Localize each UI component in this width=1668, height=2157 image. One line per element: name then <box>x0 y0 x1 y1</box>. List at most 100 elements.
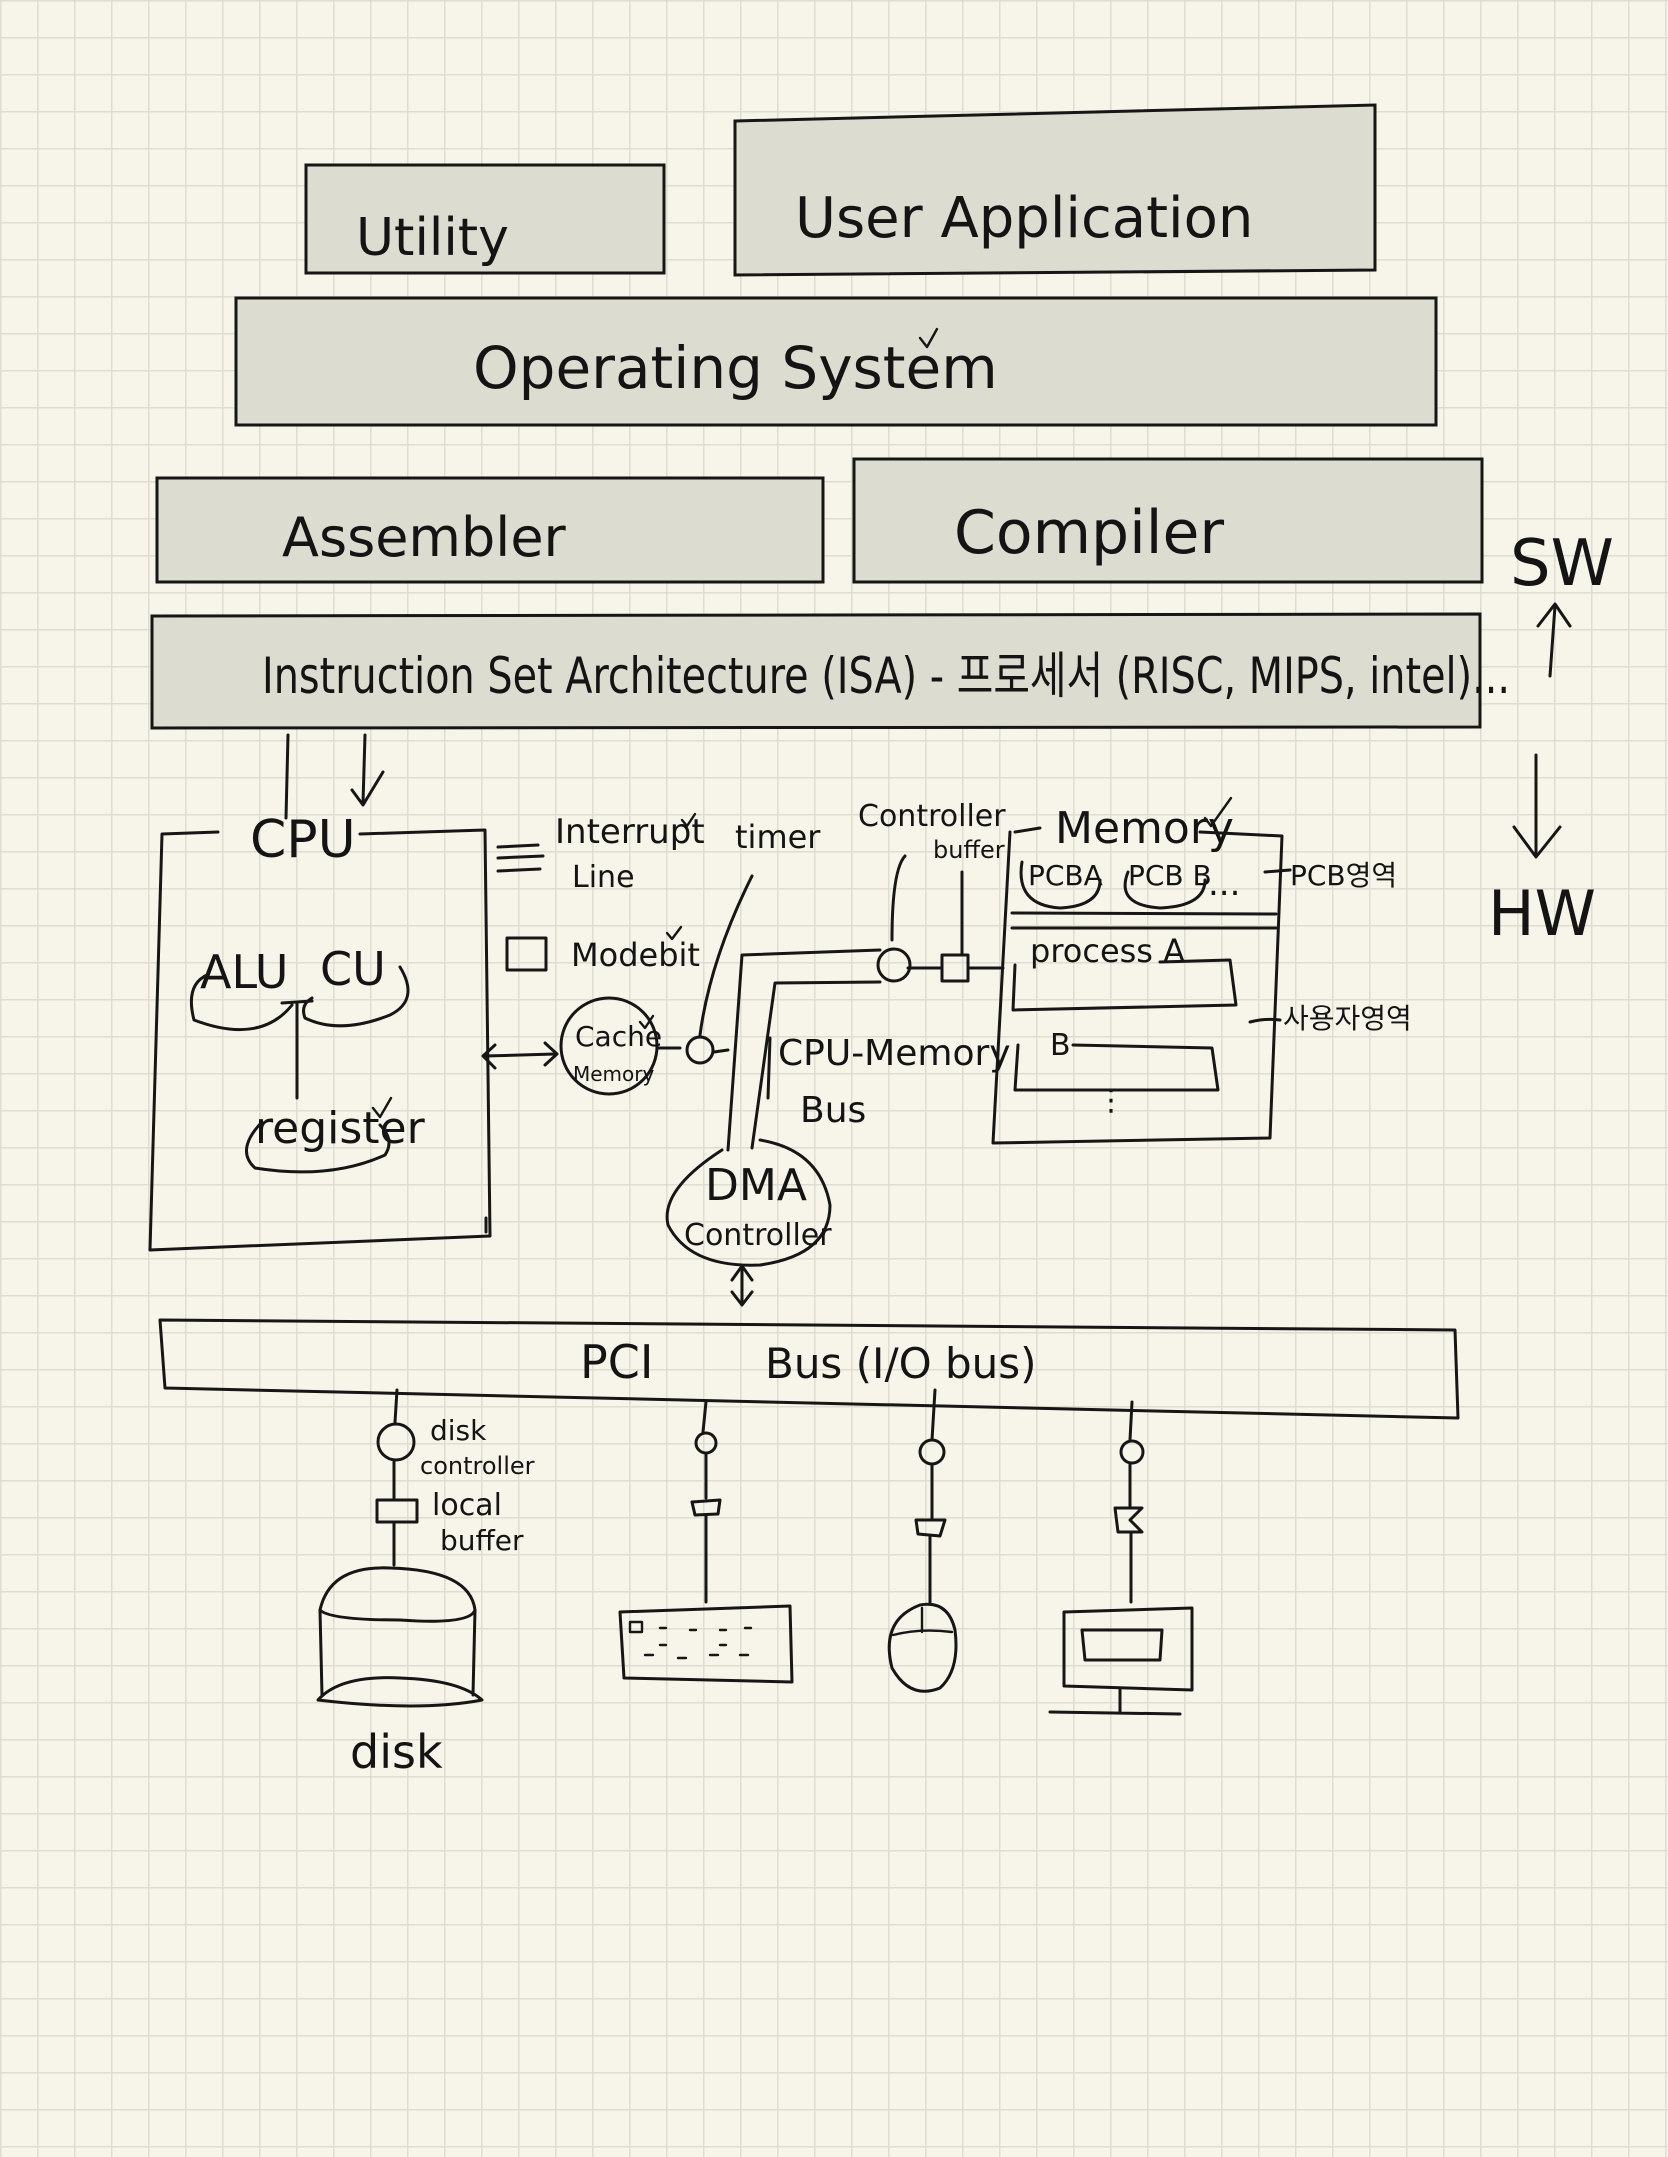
dma-controller: DMA Controller <box>665 1138 832 1307</box>
alu-bubble <box>189 973 294 1032</box>
disk-controller-label: disk <box>430 1414 487 1447</box>
timer-port <box>685 1035 715 1065</box>
assembler-label: Assembler <box>282 506 567 569</box>
process-b-region <box>1013 1043 1220 1092</box>
monitor-stand <box>1048 1688 1182 1716</box>
pci-bus: PCI Bus (I/O bus) <box>158 1318 1460 1420</box>
check-mark-icon <box>918 327 939 349</box>
modebit-label: Modebit <box>571 936 700 974</box>
cache-circle <box>559 996 659 1096</box>
bus-inner-line <box>750 980 882 1150</box>
disk-controller-sub-label: controller <box>420 1452 535 1480</box>
dma-label: DMA <box>705 1160 807 1211</box>
hw-label: HW <box>1488 877 1596 950</box>
buffer-label: buffer <box>933 836 1005 864</box>
process-b-label: B <box>1050 1028 1071 1063</box>
bidirectional-arrow-icon <box>730 1264 754 1307</box>
keyboard-device <box>618 1400 794 1684</box>
memory-divider-1 <box>1010 911 1278 916</box>
disk-sides <box>318 1608 477 1697</box>
check-mark-icon <box>371 1096 393 1119</box>
mouse-controller-port <box>918 1438 946 1466</box>
pci-bus-outline <box>158 1318 1460 1420</box>
register-label: register <box>255 1103 426 1154</box>
keyboard-bus-link <box>701 1400 708 1434</box>
cache-memory-label: Memory <box>573 1062 655 1086</box>
pcb-a-label: PCBA <box>1028 859 1103 892</box>
check-mark-icon <box>1203 796 1233 828</box>
down-arrow-icon <box>1512 825 1562 859</box>
disk-label: disk <box>350 1725 443 1779</box>
memory-controller-port <box>876 947 912 983</box>
utility-layer: Utility <box>304 163 666 275</box>
check-mark-icon <box>680 812 697 828</box>
modebit: Modebit <box>505 925 700 974</box>
process-a-label: process A <box>1030 932 1185 970</box>
memory-buffer-box <box>940 953 970 983</box>
monitor-controller-port <box>1119 1439 1145 1465</box>
keyboard-keys <box>628 1620 753 1660</box>
user-application-layer: User Application <box>733 103 1377 277</box>
timer: timer <box>685 818 821 1065</box>
controller-pointer <box>890 854 907 942</box>
mouse-outline <box>887 1602 958 1693</box>
memory-title: Memory <box>1055 803 1234 854</box>
timer-pointer <box>698 874 754 1037</box>
monitor-buffer-box <box>1113 1506 1144 1534</box>
down-arrow-icon <box>350 770 385 807</box>
sw-label: SW <box>1510 527 1614 601</box>
monitor-bus-link <box>1128 1400 1134 1442</box>
disk-device: disk controller local buffer disk <box>316 1388 535 1779</box>
cpu-cache-arrow <box>483 1052 557 1058</box>
operating-system-label: Operating System <box>473 334 998 402</box>
local-label: local <box>432 1488 502 1523</box>
process-a-region <box>1011 958 1238 1012</box>
isa-label: Instruction Set Architecture (ISA) - 프로세… <box>262 647 1510 705</box>
disk-top <box>318 1566 477 1623</box>
up-arrow-shaft <box>1548 604 1557 678</box>
mouse-device <box>887 1388 958 1693</box>
pcb-a-bubble <box>1019 860 1102 910</box>
interrupt-line: Interrupt Line <box>496 812 705 895</box>
register-bubble <box>245 1120 391 1174</box>
assembler-layer: Assembler <box>155 476 825 584</box>
cache-memory: Cache Memory <box>481 996 682 1096</box>
monitor-device <box>1048 1400 1194 1716</box>
disk-bottom <box>316 1676 484 1708</box>
modebit-box <box>505 936 548 972</box>
compiler-label: Compiler <box>954 498 1224 568</box>
dma-controller-label: Controller <box>684 1218 832 1253</box>
mouse-bus-link <box>930 1388 937 1442</box>
check-mark-icon <box>638 1014 655 1030</box>
isa-cpu-line-1 <box>284 733 290 820</box>
user-area-pointer <box>1248 1017 1282 1024</box>
cpu-memory-bus-label: CPU-Memory <box>778 1033 1011 1074</box>
operating-system-layer: Operating System <box>234 296 1438 427</box>
pcb-b-bubble <box>1123 870 1207 910</box>
dma-bubble <box>665 1138 832 1267</box>
user-application-label: User Application <box>795 186 1253 251</box>
alu-label: ALU <box>200 945 288 999</box>
cpu-memory-bus: CPU-Memory Bus Controller buffer <box>726 799 1011 1152</box>
monitor-screen <box>1080 1628 1164 1662</box>
pci-label: PCI <box>580 1335 653 1389</box>
interrupt-label: Interrupt <box>555 812 705 852</box>
cache-label: Cache <box>575 1020 662 1053</box>
line-label: Line <box>572 860 635 895</box>
bus-outer-line <box>726 948 882 1152</box>
user-area-label: 사용자영역 <box>1283 1002 1412 1035</box>
utility-label: Utility <box>356 208 509 268</box>
up-arrow-icon <box>1536 602 1572 628</box>
timer-label: timer <box>735 818 821 856</box>
timer-link <box>712 1048 730 1054</box>
disk-bus-link <box>393 1388 399 1424</box>
cu-label: CU <box>320 942 386 996</box>
bus-divider <box>766 1036 772 1100</box>
cpu-block: CPU ALU CU register <box>148 810 492 1252</box>
pcb-ellipsis: ... <box>1208 864 1240 904</box>
keyboard-outline <box>618 1604 794 1684</box>
cpu-outline <box>148 828 492 1252</box>
monitor-outline <box>1062 1606 1194 1692</box>
pci-bus-label: Bus (I/O bus) <box>765 1339 1037 1388</box>
